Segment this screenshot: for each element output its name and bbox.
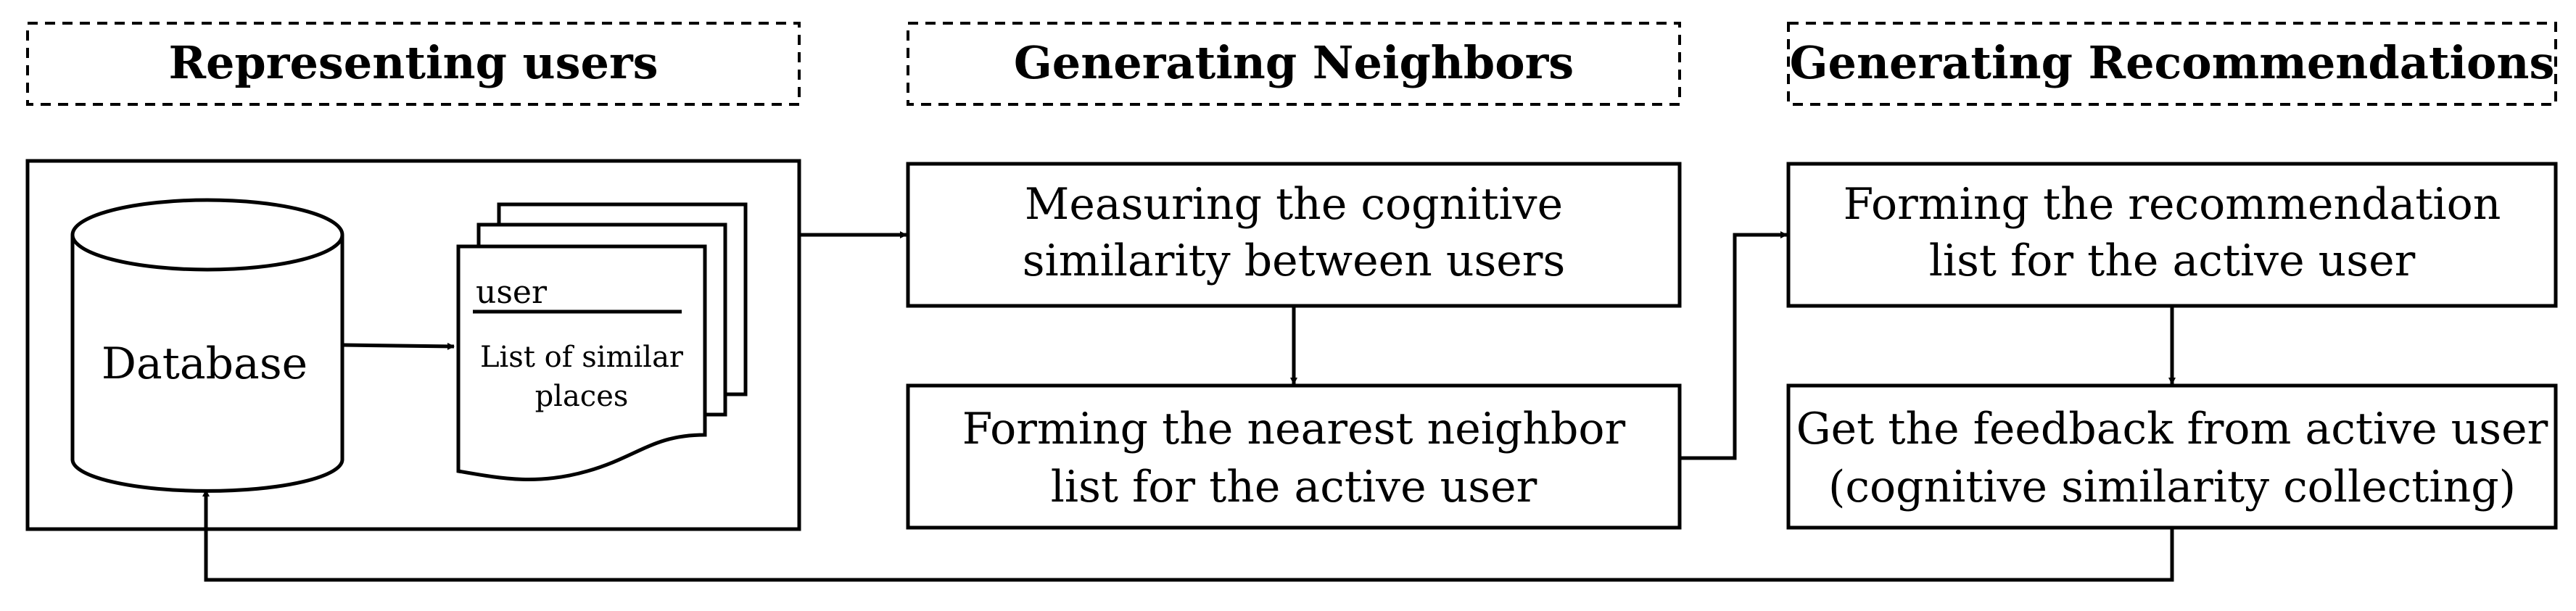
document-user-label: user bbox=[476, 274, 548, 311]
arrow-neighbors-to-recommendation bbox=[1680, 231, 1788, 460]
forming-neighbor-line2: list for the active user bbox=[1051, 462, 1537, 512]
feedback-box: Get the feedback from active user (cogni… bbox=[1786, 383, 2558, 530]
measuring-line2: similarity between users bbox=[1023, 236, 1566, 286]
database-cylinder: Database bbox=[70, 198, 344, 493]
forming-recommendation-box: Forming the recommendation list for the … bbox=[1786, 162, 2558, 308]
database-label: Database bbox=[102, 338, 307, 389]
measuring-line1: Measuring the cognitive bbox=[1025, 179, 1563, 230]
forming-recommendation-line2: list for the active user bbox=[1929, 236, 2416, 286]
header-representing-users-label: Representing users bbox=[168, 36, 658, 89]
arrow-database-to-documents bbox=[343, 342, 455, 350]
measuring-similarity-box: Measuring the cognitive similarity betwe… bbox=[906, 162, 1682, 308]
document-stack-icon: user List of similar places bbox=[456, 202, 748, 482]
forming-neighbor-line1: Forming the nearest neighbor bbox=[962, 404, 1626, 454]
document-list-line2: places bbox=[535, 380, 629, 413]
document-list-line1: List of similar bbox=[480, 341, 684, 374]
feedback-line2: (cognitive similarity collecting) bbox=[1828, 462, 2516, 512]
header-generating-recommendations-label: Generating Recommendations bbox=[1790, 36, 2555, 89]
arrow-feedback-to-database bbox=[202, 489, 2174, 582]
forming-neighbor-list-box: Forming the nearest neighbor list for th… bbox=[906, 383, 1682, 530]
header-generating-neighbors: Generating Neighbors bbox=[907, 22, 1681, 106]
forming-recommendation-line1: Forming the recommendation bbox=[1844, 179, 2501, 230]
feedback-line1: Get the feedback from active user bbox=[1796, 404, 2548, 454]
header-generating-recommendations: Generating Recommendations bbox=[1787, 22, 2557, 106]
header-representing-users: Representing users bbox=[26, 22, 801, 106]
header-generating-neighbors-label: Generating Neighbors bbox=[1014, 36, 1574, 89]
